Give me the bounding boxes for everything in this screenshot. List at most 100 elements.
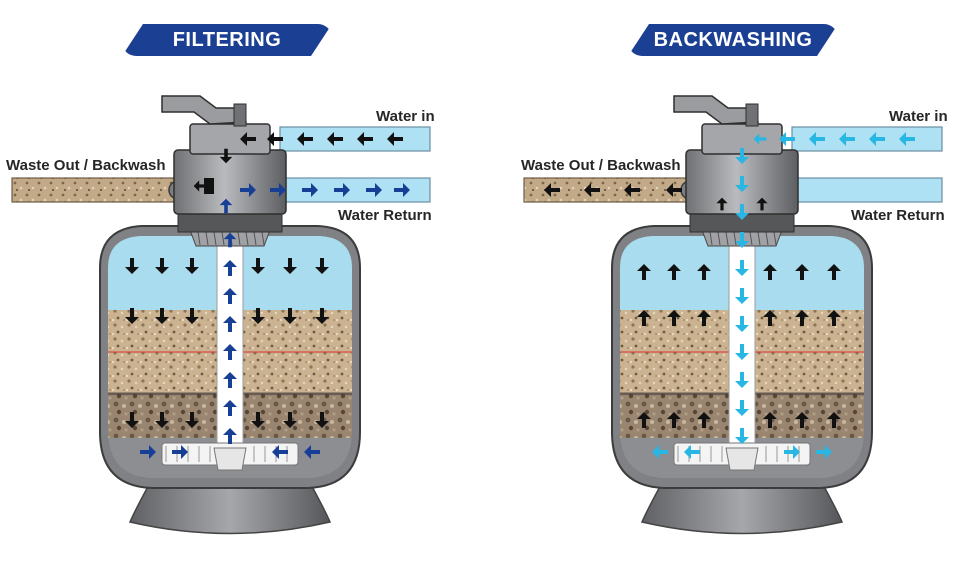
flow-arrow-icon: [697, 412, 711, 428]
flow-arrow-icon: [223, 232, 237, 248]
flow-arrow-icon: [125, 412, 139, 428]
flow-arrow-icon: [735, 372, 749, 388]
flow-arrow-icon: [304, 445, 320, 459]
valve-handle-knob: [233, 103, 247, 127]
flow-arrow-icon: [302, 183, 318, 197]
valve-top-cap: [189, 123, 271, 155]
flow-arrow-icon: [684, 445, 700, 459]
flow-arrow-icon: [697, 310, 711, 326]
flow-arrow-icon: [667, 264, 681, 280]
flow-arrow-icon: [735, 148, 749, 164]
hub-collector: [725, 447, 759, 471]
flow-arrow-icon: [779, 132, 795, 146]
backwashing-water-in-label: Water in: [889, 108, 948, 125]
flow-arrow-icon: [272, 445, 288, 459]
flow-arrow-icon: [283, 258, 297, 274]
flow-arrow-icon: [251, 308, 265, 324]
valve-handle-icon: [673, 95, 759, 125]
collar-rib: [197, 231, 201, 246]
flow-arrow-icon: [283, 412, 297, 428]
flow-arrow-icon: [753, 133, 767, 145]
filtering-title: FILTERING: [172, 28, 282, 51]
flow-arrow-icon: [185, 258, 199, 274]
flow-arrow-icon: [172, 445, 188, 459]
valve-clamp: [177, 211, 283, 233]
flow-arrow-icon: [219, 148, 233, 164]
flow-arrow-icon: [735, 288, 749, 304]
flow-arrow-icon: [223, 428, 237, 444]
flow-arrow-icon: [366, 183, 382, 197]
flow-arrow-icon: [637, 264, 651, 280]
flow-arrow-icon: [315, 412, 329, 428]
flow-arrow-icon: [735, 400, 749, 416]
filtering-panel-art: [11, 95, 431, 535]
flow-arrow-icon: [697, 264, 711, 280]
flow-arrow-icon: [584, 183, 600, 197]
collar-rib: [245, 231, 249, 246]
flow-arrow-icon: [251, 258, 265, 274]
collar-rib: [725, 231, 729, 246]
filtering-return-label: Water Return: [338, 207, 432, 224]
filtering-title-badge: FILTERING: [122, 24, 332, 56]
flow-arrow-icon: [283, 308, 297, 324]
flow-arrow-icon: [784, 445, 800, 459]
flow-arrow-icon: [827, 310, 841, 326]
backwashing-panel-art: [523, 95, 943, 535]
flow-arrow-icon: [816, 445, 832, 459]
collar-rib: [749, 231, 753, 246]
flow-arrow-icon: [193, 180, 207, 192]
flow-arrow-icon: [251, 412, 265, 428]
waste-pipe: [11, 177, 183, 203]
flow-arrow-icon: [223, 288, 237, 304]
flow-arrow-icon: [795, 310, 809, 326]
flow-arrow-icon: [869, 132, 885, 146]
flow-arrow-icon: [140, 445, 156, 459]
flow-arrow-icon: [185, 308, 199, 324]
collar-rib: [261, 231, 265, 246]
flow-arrow-icon: [716, 197, 728, 211]
flow-arrow-icon: [763, 310, 777, 326]
flow-arrow-icon: [735, 344, 749, 360]
flow-arrow-icon: [899, 132, 915, 146]
flow-arrow-icon: [763, 412, 777, 428]
flow-arrow-icon: [624, 183, 640, 197]
hub-collector: [213, 447, 247, 471]
collar-rib: [733, 231, 737, 246]
flow-arrow-icon: [223, 316, 237, 332]
flow-arrow-icon: [155, 258, 169, 274]
valve-handle-knob: [745, 103, 759, 127]
flow-arrow-icon: [795, 264, 809, 280]
backwashing-title-badge: BACKWASHING: [628, 24, 838, 56]
flow-arrow-icon: [357, 132, 373, 146]
flow-arrow-icon: [652, 445, 668, 459]
flow-arrow-icon: [667, 310, 681, 326]
flow-arrow-icon: [735, 260, 749, 276]
flow-arrow-icon: [270, 183, 286, 197]
flow-arrow-icon: [544, 183, 560, 197]
collar-rib: [213, 231, 217, 246]
flow-arrow-icon: [125, 308, 139, 324]
flow-arrow-icon: [223, 372, 237, 388]
flow-arrow-icon: [223, 344, 237, 360]
filtering-waste-label: Waste Out / Backwash: [6, 157, 166, 174]
flow-arrow-icon: [297, 132, 313, 146]
flow-arrow-icon: [809, 132, 825, 146]
flow-arrow-icon: [667, 412, 681, 428]
flow-arrow-icon: [240, 183, 256, 197]
flow-arrow-icon: [315, 308, 329, 324]
flow-arrow-icon: [735, 176, 749, 192]
collar-rib: [773, 231, 777, 246]
flow-arrow-icon: [223, 260, 237, 276]
collar-rib: [717, 231, 721, 246]
flow-arrow-icon: [219, 198, 233, 214]
water-return-pipe: [791, 177, 943, 203]
flow-arrow-icon: [315, 258, 329, 274]
filtering-water-in-label: Water in: [376, 108, 435, 125]
collar-rib: [765, 231, 769, 246]
flow-arrow-icon: [735, 316, 749, 332]
backwashing-waste-label: Waste Out / Backwash: [521, 157, 681, 174]
collar-rib: [253, 231, 257, 246]
flow-arrow-icon: [763, 264, 777, 280]
